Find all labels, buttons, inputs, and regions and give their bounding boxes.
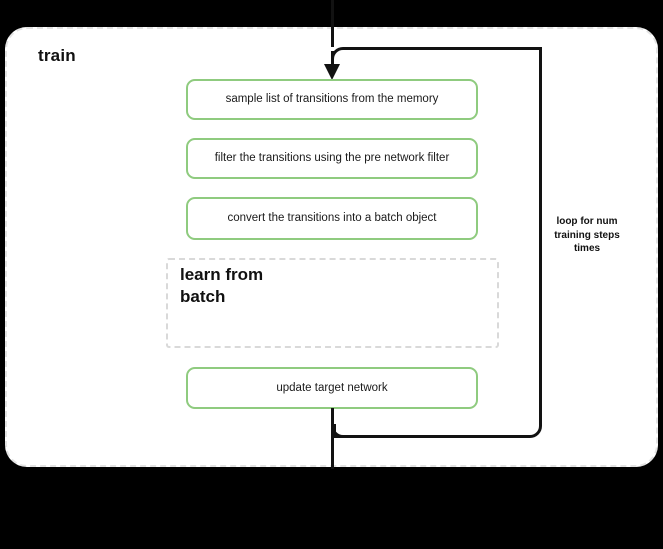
train-group-title: train xyxy=(38,46,76,65)
loop-bottom-connector xyxy=(334,435,542,438)
loop-top-elbow-icon xyxy=(331,47,345,61)
learn-from-batch-group-title: learn from batch xyxy=(180,265,264,307)
step-filter-transitions-label: filter the transitions using the pre net… xyxy=(214,152,450,165)
exit-elbow-mask xyxy=(332,424,336,438)
exit-connector-line xyxy=(331,408,334,469)
step-sample-transitions-label: sample list of transitions from the memo… xyxy=(225,93,439,106)
loop-right-rail-connector xyxy=(539,50,542,437)
entry-connector-line xyxy=(331,0,334,68)
entry-arrowhead-icon xyxy=(324,64,340,80)
step-sample-transitions[interactable]: sample list of transitions from the memo… xyxy=(186,79,478,120)
step-update-target-network[interactable]: update target network xyxy=(186,367,478,409)
loop-annotation-label: loop for num training steps times xyxy=(554,216,620,254)
loop-bottom-elbow-icon xyxy=(528,424,542,438)
step-update-target-network-label: update target network xyxy=(276,381,388,394)
step-convert-batch-label: convert the transitions into a batch obj… xyxy=(227,212,437,225)
loop-top-connector xyxy=(331,47,542,50)
step-convert-batch[interactable]: convert the transitions into a batch obj… xyxy=(186,197,478,240)
learn-from-batch-group-container xyxy=(166,258,499,348)
step-filter-transitions[interactable]: filter the transitions using the pre net… xyxy=(186,138,478,179)
